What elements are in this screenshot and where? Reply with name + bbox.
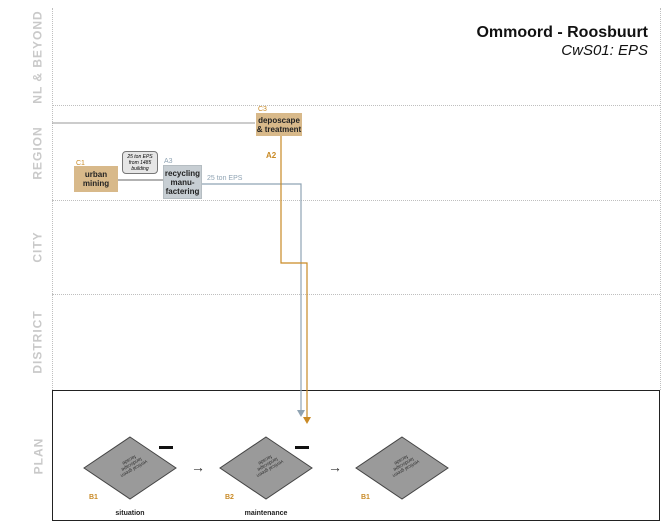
urban-mining-code: C1 bbox=[76, 160, 85, 167]
eps-flow-arrowhead bbox=[297, 410, 305, 417]
diamond-result bbox=[355, 436, 449, 500]
plan-lane-box bbox=[52, 390, 660, 521]
urban-mining-node[interactable]: urban mining bbox=[74, 166, 118, 192]
caption-situation: situation bbox=[115, 510, 145, 517]
lane-divider-city bbox=[52, 200, 660, 201]
step-code-result: B1 bbox=[361, 494, 370, 501]
marker-maintenance bbox=[295, 446, 309, 449]
lane-right-divider bbox=[660, 8, 661, 390]
diagram-subtitle: CwS01: EPS bbox=[561, 42, 648, 59]
lane-divider-district bbox=[52, 294, 660, 295]
a2-flow-line bbox=[280, 136, 308, 419]
step-code-situation: B1 bbox=[89, 494, 98, 501]
deposcape-code: C3 bbox=[258, 106, 267, 113]
eps-flow-label: 25 ton EPS bbox=[207, 175, 243, 182]
eps-flow-line bbox=[201, 183, 302, 412]
caption-maintenance: maintenance bbox=[244, 510, 288, 517]
recycling-code: A3 bbox=[164, 158, 173, 165]
diagram-title: Ommoord - Roosbuurt bbox=[476, 24, 648, 41]
diamond-maintenance bbox=[219, 436, 313, 500]
recycling-node[interactable]: recycling manu- factering bbox=[163, 165, 202, 199]
eps-source-callout: 25 ton EPS from 1485 building bbox=[122, 151, 158, 174]
lane-divider-region bbox=[52, 105, 660, 106]
marker-situation bbox=[159, 446, 173, 449]
lane-left-divider bbox=[52, 8, 53, 390]
a2-flow-code: A2 bbox=[266, 151, 277, 160]
deposcape-node[interactable]: deposcape & treatment bbox=[256, 113, 302, 136]
diagram-title-block: Ommoord - Roosbuurt CwS01: EPS bbox=[476, 24, 648, 59]
step-code-maintenance: B2 bbox=[225, 494, 234, 501]
step-arrow-icon: → bbox=[191, 459, 205, 475]
a2-flow-arrowhead bbox=[303, 417, 311, 424]
diamond-situation bbox=[83, 436, 177, 500]
step-arrow-icon: → bbox=[328, 459, 342, 475]
